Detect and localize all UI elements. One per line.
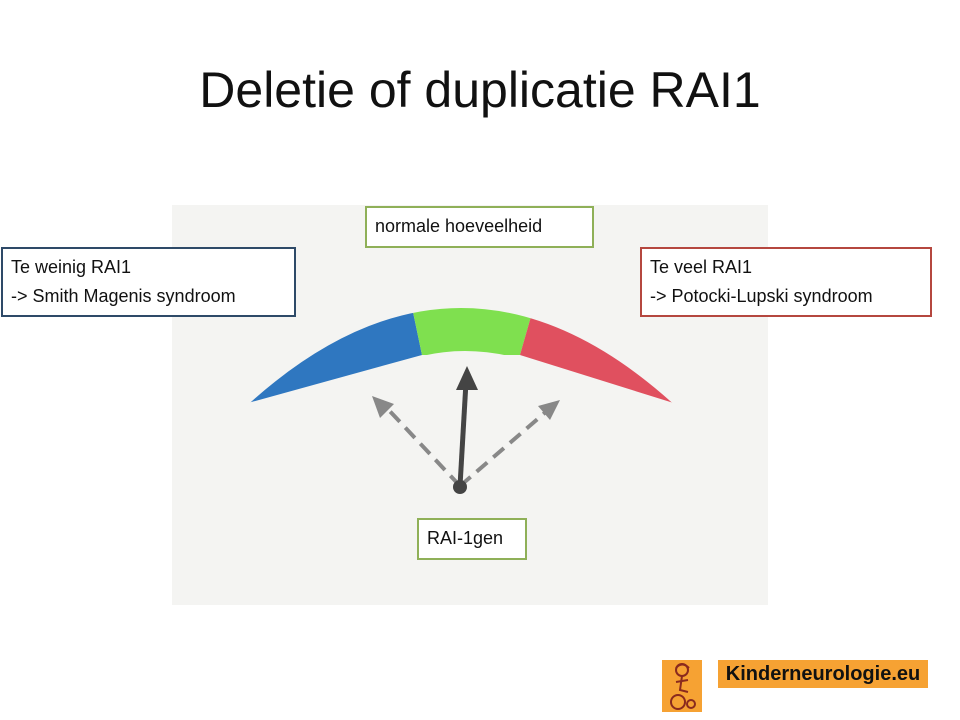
label-too-much-line1: Te veel RAI1 [650, 257, 753, 277]
logo-text: Kinderneurologie.eu [718, 660, 928, 688]
arrow-left-head [372, 396, 394, 418]
arrow-right-dashed [458, 408, 550, 488]
label-too-little-line1: Te weinig RAI1 [11, 257, 132, 277]
label-too-little: Te weinig RAI1 -> Smith Magenis syndroom [1, 247, 296, 317]
label-normal-text: normale hoeveelheid [375, 216, 543, 236]
arrow-pivot [453, 480, 467, 494]
arrow-center [457, 381, 469, 487]
arrow-center-head [456, 366, 478, 390]
arrow-left-dashed [383, 404, 462, 488]
label-too-much: Te veel RAI1 -> Potocki-Lupski syndroom [640, 247, 932, 317]
label-gene: RAI-1gen [417, 518, 527, 560]
label-too-little-line2: -> Smith Magenis syndroom [11, 286, 236, 306]
logo-icon [662, 660, 702, 712]
arrow-right-head [538, 400, 560, 420]
label-normal-amount: normale hoeveelheid [365, 206, 594, 248]
gauge-segment-normal [400, 307, 550, 355]
label-too-much-line2: -> Potocki-Lupski syndroom [650, 286, 873, 306]
slide-title: Deletie of duplicatie RAI1 [199, 62, 761, 118]
label-gene-text: RAI-1gen [427, 528, 504, 548]
